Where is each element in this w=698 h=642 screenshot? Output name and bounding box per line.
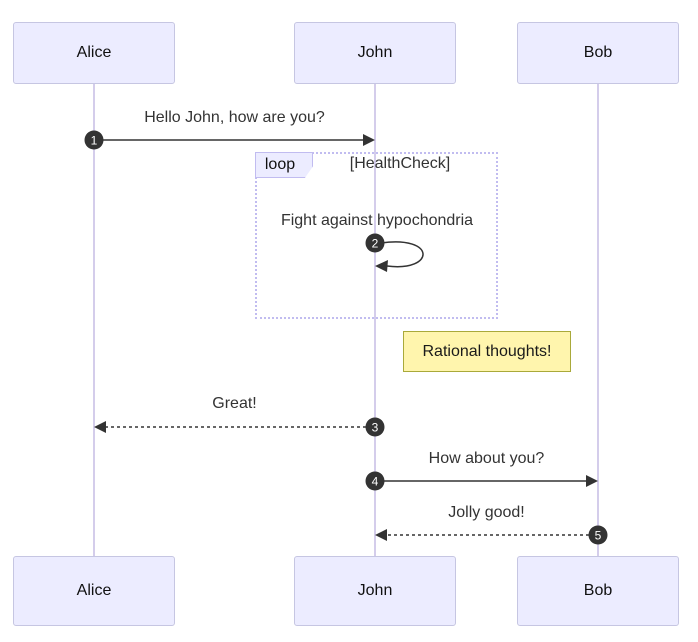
lifeline-john bbox=[374, 84, 376, 556]
actor-top-john: John bbox=[294, 22, 456, 84]
message-3-arrowhead-icon bbox=[94, 421, 106, 433]
actor-bottom-alice: Alice bbox=[13, 556, 175, 626]
loop-label-text: loop bbox=[264, 156, 296, 173]
actor-label: Bob bbox=[583, 582, 613, 599]
actor-label: John bbox=[357, 44, 393, 61]
actor-label: Alice bbox=[76, 44, 112, 61]
loop-condition: [HealthCheck] bbox=[349, 155, 451, 172]
actor-top-alice: Alice bbox=[13, 22, 175, 84]
note-text: Rational thoughts! bbox=[422, 342, 552, 360]
message-2-label: Fight against hypochondria bbox=[280, 212, 474, 229]
actor-label: Bob bbox=[583, 44, 613, 61]
actor-bottom-john: John bbox=[294, 556, 456, 626]
message-4-label: How about you? bbox=[428, 450, 545, 467]
loop-frame bbox=[255, 152, 498, 319]
message-1-label: Hello John, how are you? bbox=[144, 109, 325, 126]
note-rational-thoughts: Rational thoughts! bbox=[403, 331, 571, 372]
actor-label: John bbox=[357, 582, 393, 599]
actor-top-bob: Bob bbox=[517, 22, 679, 84]
lifeline-alice bbox=[93, 84, 95, 556]
loop-label: loop bbox=[255, 152, 313, 178]
actor-label: Alice bbox=[76, 582, 112, 599]
lifeline-bob bbox=[597, 84, 599, 556]
actor-bottom-bob: Bob bbox=[517, 556, 679, 626]
message-5-label: Jolly good! bbox=[448, 504, 525, 521]
message-5-arrowhead-icon bbox=[375, 529, 387, 541]
message-3-label: Great! bbox=[212, 395, 257, 412]
